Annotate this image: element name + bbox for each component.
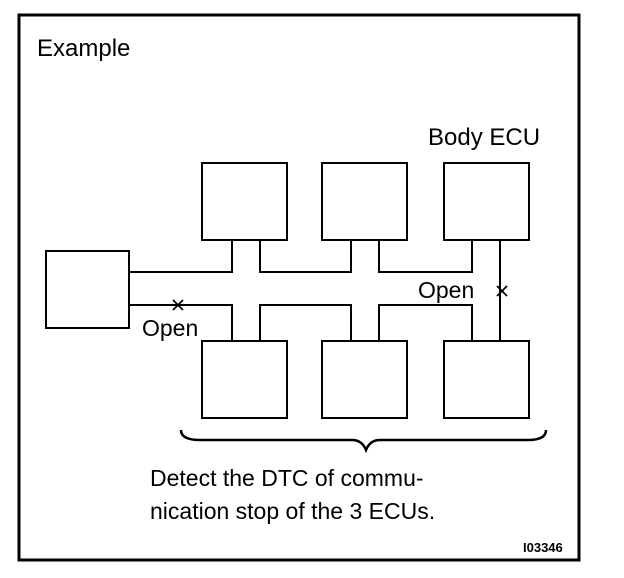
- body-ecu-label: Body ECU: [428, 124, 540, 151]
- bus-lower-seg-3: [378, 304, 473, 341]
- figure-title: Example: [37, 35, 130, 62]
- open-marker-right: [496, 285, 508, 297]
- top-ecu-1-box: [201, 162, 288, 241]
- bottom-ecu-2-box: [321, 340, 408, 419]
- bus-lower-seg-2: [259, 304, 352, 341]
- bus-upper-seg-2: [259, 240, 352, 273]
- bus-lower-seg-1: [129, 304, 233, 341]
- bottom-ecu-3-box: [443, 340, 530, 419]
- bus-upper-seg-3: [378, 240, 473, 273]
- bus-upper-seg-1: [129, 240, 233, 273]
- grouping-brace: [179, 429, 548, 454]
- caption-line-2: nication stop of the 3 ECUs.: [150, 498, 435, 524]
- bus-lines: [129, 240, 501, 341]
- figure-id: I03346: [523, 540, 563, 555]
- open-marker-left: [172, 299, 184, 311]
- left-ecu-box: [45, 250, 130, 329]
- open-label-left: Open: [142, 315, 198, 341]
- top-ecu-2-box: [321, 162, 408, 241]
- open-label-right: Open: [418, 277, 474, 303]
- caption-line-1: Detect the DTC of commu-: [150, 465, 424, 491]
- body-ecu-box: [443, 162, 530, 241]
- figure-frame: [17, 13, 581, 562]
- bottom-ecu-1-box: [201, 340, 288, 419]
